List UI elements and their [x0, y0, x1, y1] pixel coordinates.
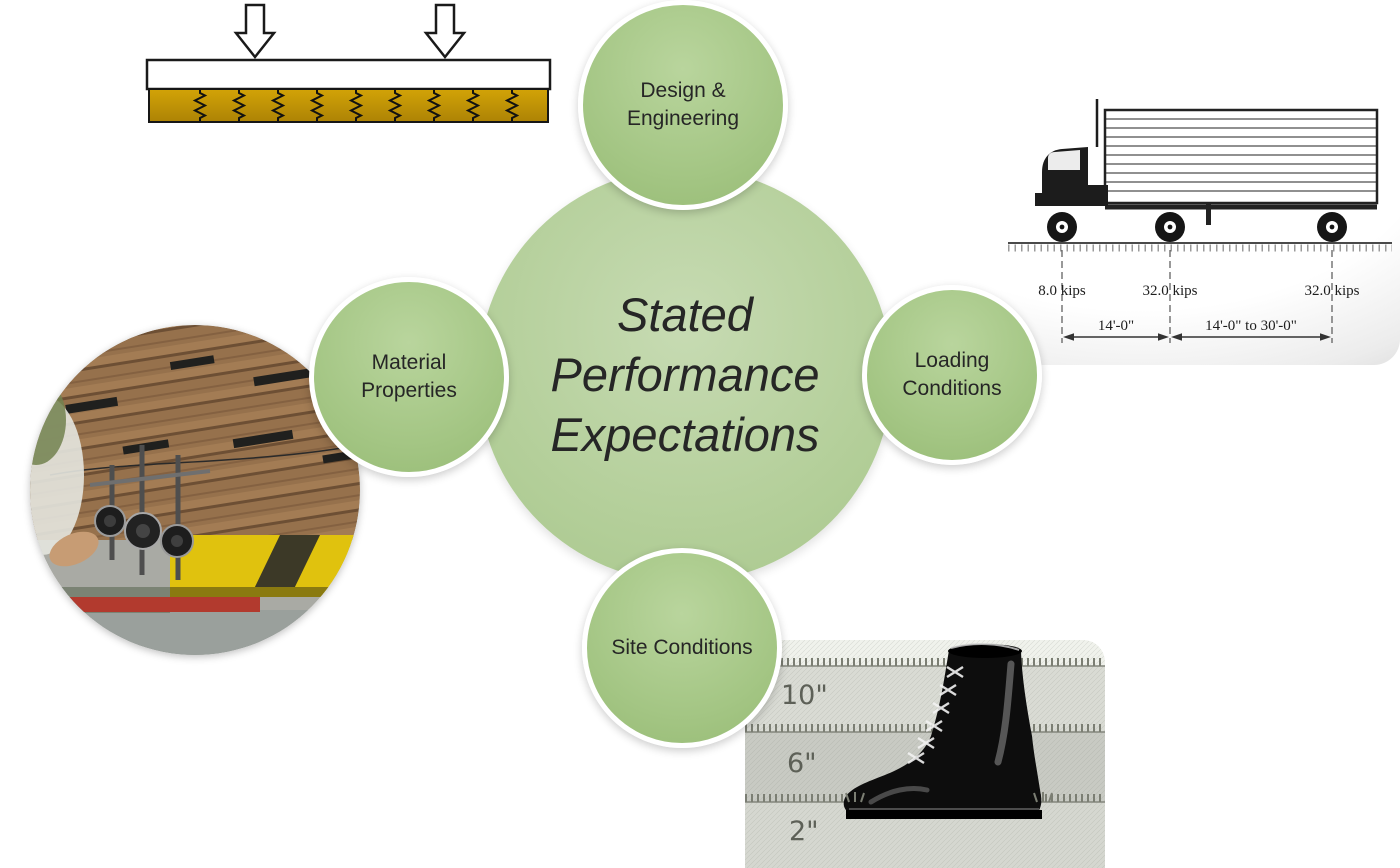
cab-window — [1048, 150, 1080, 170]
concrete-floor — [30, 610, 360, 655]
beam-on-elastic-foundation-diagram — [145, 3, 552, 123]
node-label: Material Properties — [361, 350, 457, 402]
dimension-arrowheads — [1063, 333, 1331, 341]
center-node-stated-performance: Stated Performance Expectations — [478, 168, 892, 582]
boot-laces — [907, 665, 964, 765]
node-material-properties: Material Properties — [309, 277, 509, 477]
depth-label: 6" — [787, 748, 817, 779]
axle-spacing-label: 14'-0" to 30'-0" — [1205, 318, 1297, 334]
foundation-shape — [148, 88, 549, 123]
landing-gear — [1206, 203, 1211, 225]
crossbar — [89, 469, 211, 487]
machine-stripe — [252, 535, 320, 593]
grass-tufts — [845, 792, 1053, 803]
hand — [49, 531, 99, 567]
node-label: Loading Conditions — [902, 348, 1002, 400]
site-conditions-diagram: 10" 6" 2" — [745, 640, 1105, 868]
node-design-engineering: Design & Engineering — [578, 0, 788, 210]
load-arrow-icon — [423, 3, 467, 60]
axle-load-label: 32.0 kips — [1304, 283, 1359, 299]
node-label: Site Conditions — [611, 635, 753, 659]
truck-load-diagram: 8.0 kips 32.0 kips 32.0 kips 14'-0" 14'-… — [1000, 85, 1400, 365]
node-label: Design & Engineering — [626, 78, 740, 130]
chassis — [1088, 185, 1108, 206]
dial-gauge-icons — [94, 505, 194, 558]
trailer-box — [1103, 108, 1379, 205]
trailer-slats — [1105, 118, 1377, 192]
axle-load-label: 32.0 kips — [1142, 283, 1197, 299]
load-arrow-icon — [233, 3, 277, 60]
axle-load-label: 8.0 kips — [1038, 283, 1086, 299]
material-testing-photo — [30, 325, 360, 655]
depth-label: 10" — [781, 680, 828, 711]
red-beam — [65, 597, 260, 612]
depth-label: 2" — [789, 816, 819, 847]
wheel-icons — [1047, 212, 1347, 242]
node-site-conditions: Site Conditions — [582, 548, 782, 748]
boot-icon — [843, 643, 1042, 819]
machine-shadow — [170, 587, 360, 597]
beam-shape — [145, 58, 552, 91]
front-bumper — [1035, 193, 1042, 206]
axle-spacing-label: 14'-0" — [1098, 318, 1134, 334]
extension-lines — [1061, 250, 1333, 343]
center-label: Stated Performance Expectations — [550, 287, 820, 462]
node-loading-conditions: Loading Conditions — [862, 285, 1042, 465]
